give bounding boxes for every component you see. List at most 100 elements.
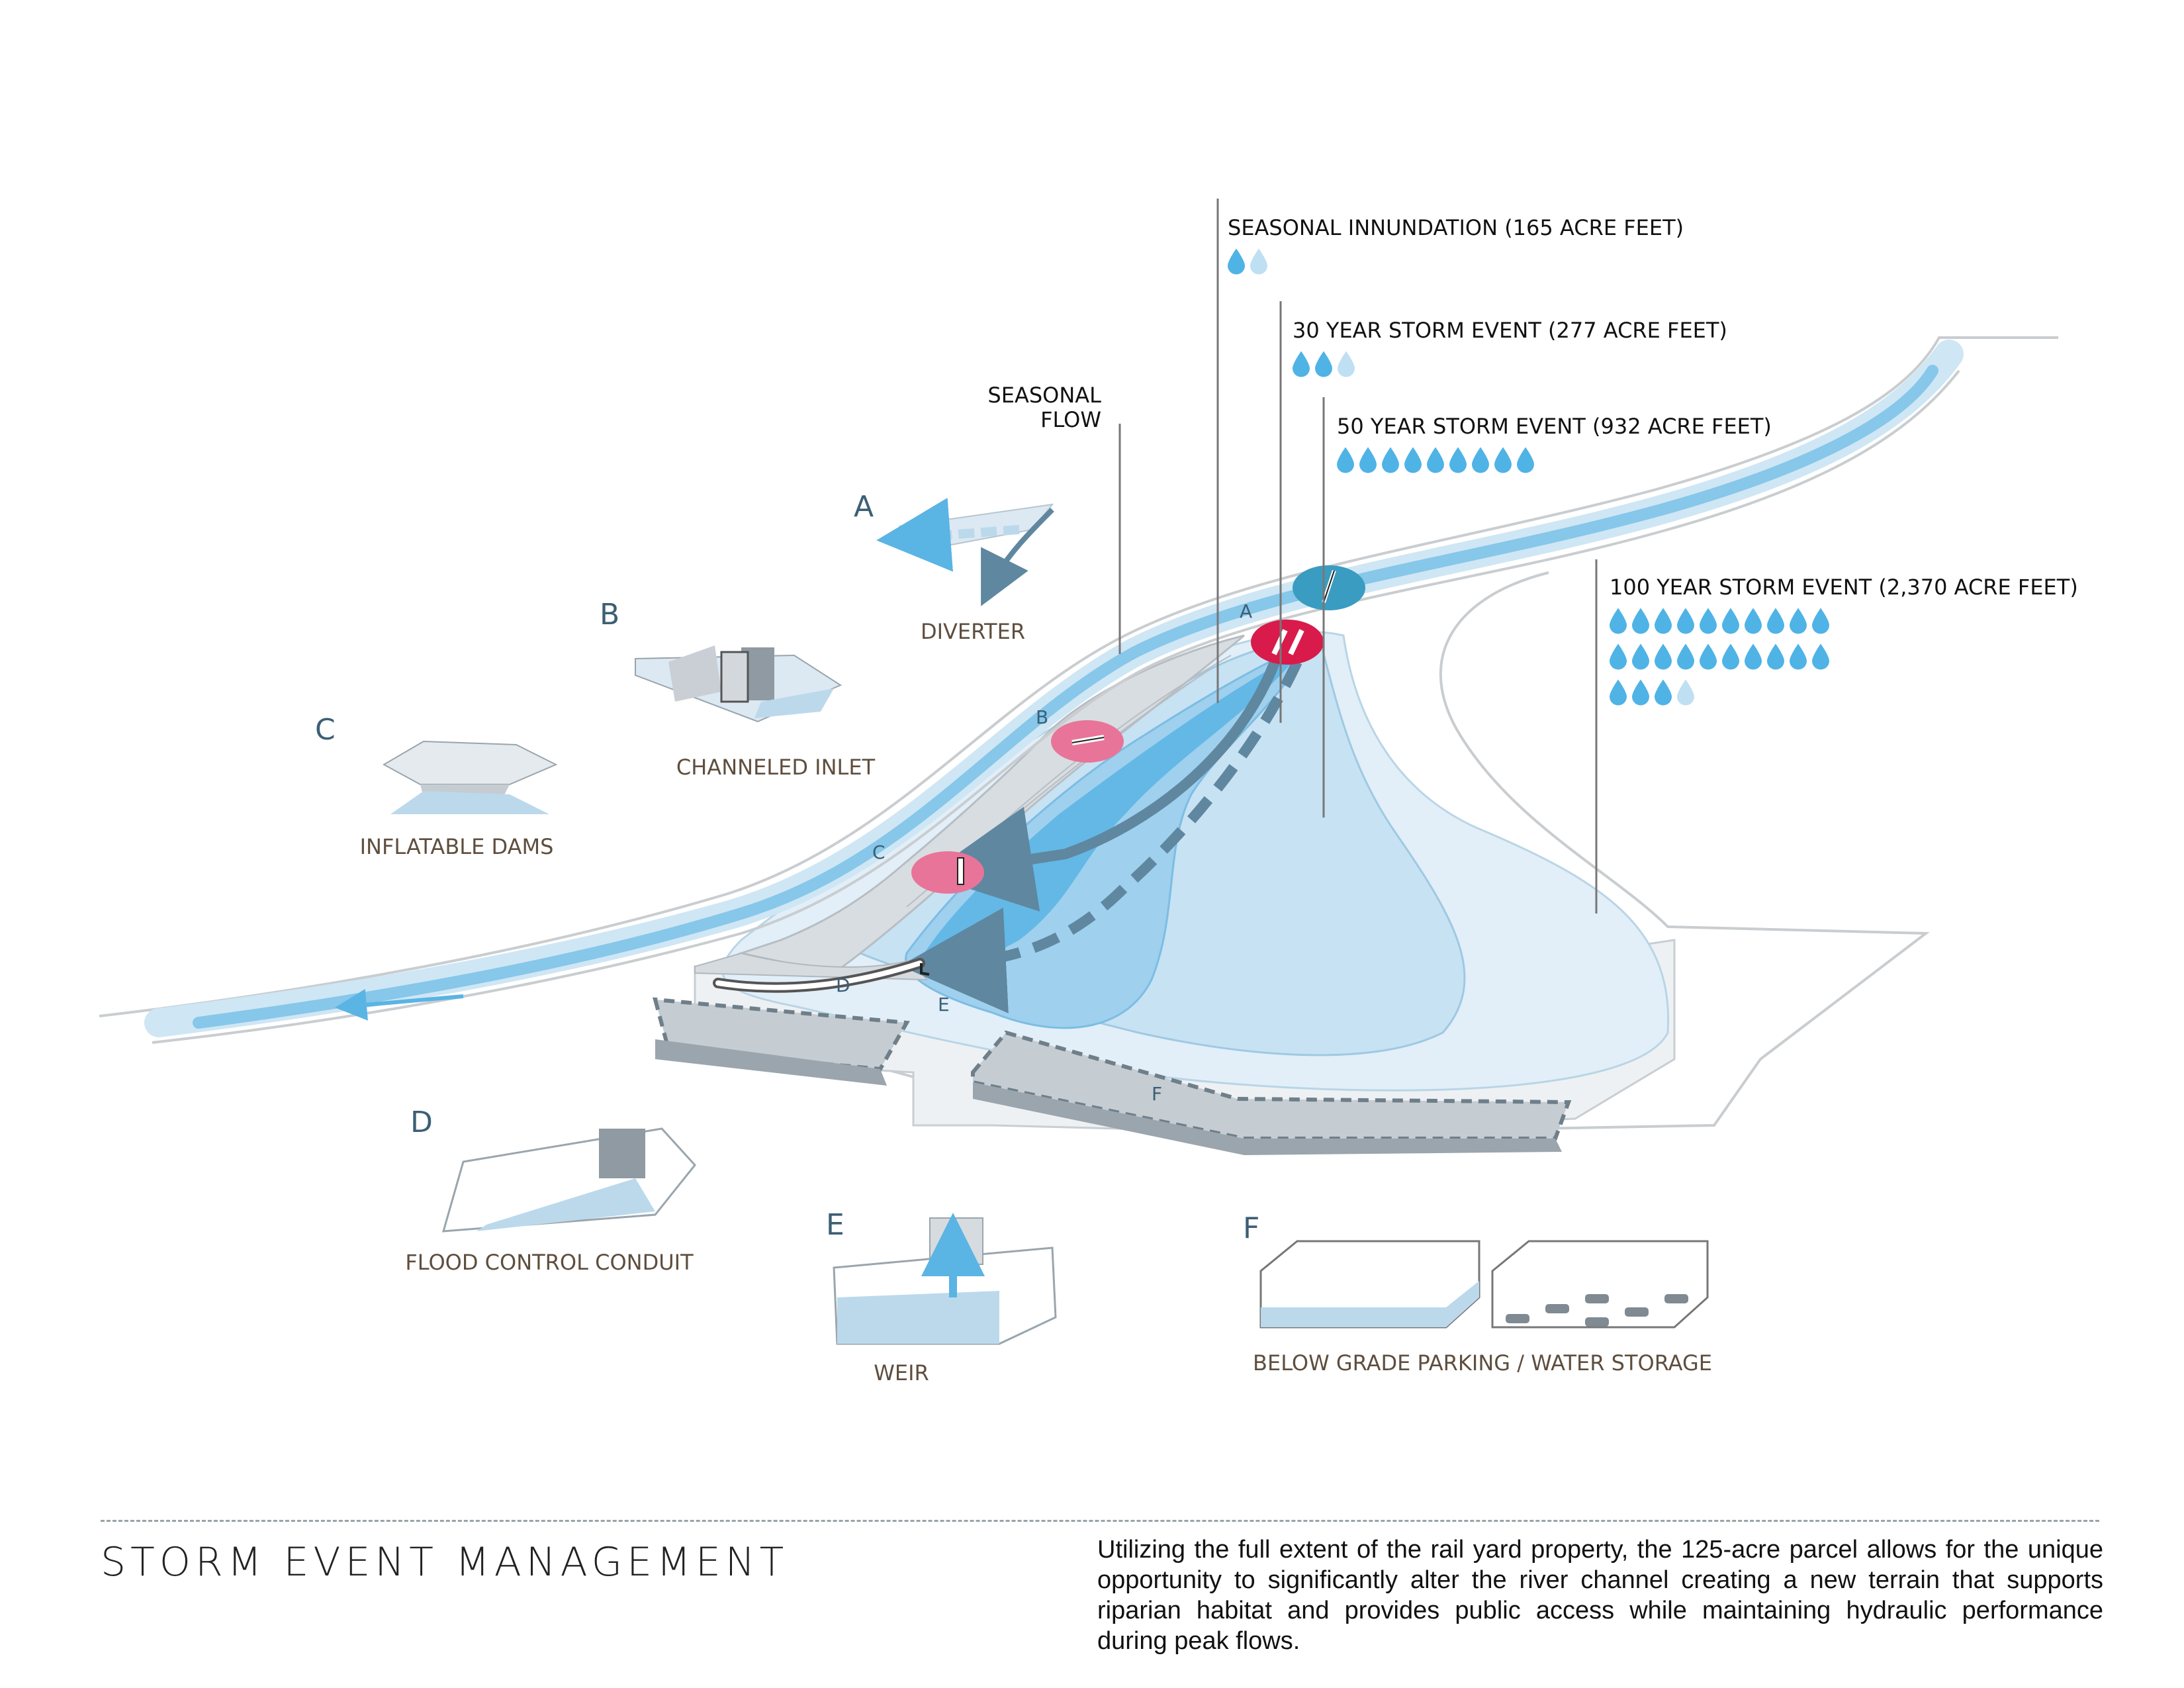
inlet-water [754,688,834,718]
flow-arrow-solid [927,653,1283,912]
map-marker-b: B [1036,706,1048,728]
legend-drops-seasonal-innundation [1228,248,1267,275]
component-letter-b: B [600,598,619,632]
map-marker-f: F [1152,1083,1162,1105]
component-c-inflatable-dams: C INFLATABLE DAMS [315,713,558,859]
map-markers: A B C D E F [836,600,1252,1105]
water-drop-icon [1632,679,1649,706]
water-drop-icon [1700,608,1717,634]
water-drop-icon [1722,608,1739,634]
water-drop-icon [1472,447,1489,473]
conduit-water [477,1178,655,1231]
dam-top [382,740,558,785]
seasonal-flow-line1: SEASONAL [987,383,1101,408]
legend-drops-storm50 [1337,447,1534,473]
weir-hook [920,963,930,976]
caption-divider [101,1520,2099,1522]
diverter-icon [898,503,1054,551]
water-drop-icon [1812,608,1829,634]
river-flow-arrow [335,988,464,1021]
water-drop-icon [1338,351,1355,377]
water-drop-icon [1655,643,1672,670]
legend-seasonal-innundation: SEASONAL INNUNDATION (165 ACRE FEET) [1228,215,1684,240]
water-drop-icon [1745,643,1762,670]
water-drop-icon [1610,643,1627,670]
water-drop-icon [1767,643,1784,670]
site-terrain [99,199,2058,1155]
legend: SEASONAL INNUNDATION (165 ACRE FEET) 30 … [987,215,2078,706]
water-drop-icon [1337,447,1354,473]
water-drop-icon [1812,643,1829,670]
diverter-arrow [876,497,1020,572]
water-drop-icon [1722,643,1739,670]
component-b-channeled-inlet: B CHANNELED INLET [600,598,876,780]
car-icons [1506,1294,1688,1327]
water-drop-icon [1745,608,1762,634]
legend-drops-storm30 [1293,351,1355,377]
dam-water [390,791,549,814]
gate-c [911,851,984,894]
water-drop-icon [1655,679,1672,706]
water-drop-icon [1790,643,1807,670]
map-marker-c: C [872,841,886,863]
map-marker-d: D [836,974,850,996]
water-drop-icon [1677,679,1694,706]
weir-water [837,1291,999,1344]
inlet-gate-front [720,651,749,703]
legend-storm30: 30 YEAR STORM EVENT (277 ACRE FEET) [1293,318,1727,343]
storage-block-left-side [655,1039,887,1086]
component-letter-c: C [315,713,336,747]
page-title: STORM EVENT MANAGEMENT [101,1539,789,1585]
water-drop-icon [1632,643,1649,670]
river-water [193,365,1938,1029]
conduit-line-inner [715,961,923,990]
seasonal-flow-line2: FLOW [1040,407,1101,432]
water-drop-icon [1610,679,1627,706]
legend-storm100: 100 YEAR STORM EVENT (2,370 ACRE FEET) [1610,575,2078,600]
water-drop-icon [1677,608,1694,634]
water-drop-icon [1700,643,1717,670]
component-label-d: FLOOD CONTROL CONDUIT [405,1250,694,1275]
component-letter-a: A [854,490,874,524]
map-marker-e: E [938,994,950,1015]
terraces [737,634,1245,974]
conduit-gate [599,1129,645,1178]
component-label-f: BELOW GRADE PARKING / WATER STORAGE [1253,1350,1712,1376]
water-drop-icon [1632,608,1649,634]
legend-storm50: 50 YEAR STORM EVENT (932 ACRE FEET) [1337,414,1772,439]
water-drop-icon [1494,447,1512,473]
storage-block-right-side [973,1082,1562,1155]
gate-b [1051,720,1124,763]
component-letter-e: E [826,1208,844,1242]
component-label-e: WEIR [874,1360,929,1385]
water-drop-icon [1449,447,1467,473]
component-d-flood-conduit: D FLOOD CONTROL CONDUIT [405,1105,696,1275]
component-f-storage: F BELOW GRADE PARKING / WATER STORAGE [1243,1211,1712,1376]
component-label-c: INFLATABLE DAMS [360,834,554,859]
water-drop-icon [1315,351,1332,377]
gate-diverter [1293,565,1365,610]
site-outline [800,571,1930,1134]
water-drop-icon [1655,608,1672,634]
caption-body: Utilizing the full extent of the rail ya… [1097,1536,2103,1655]
storage-box-water-fill [1261,1281,1479,1327]
water-drop-icon [1677,643,1694,670]
water-drop-icon [1790,608,1807,634]
inlet-left-wall [668,645,721,702]
water-drop-icon [1359,447,1377,473]
water-drop-icon [1228,248,1245,275]
diverter-down-arrow [981,508,1054,606]
legend-drops-storm100 [1610,608,1829,706]
component-e-weir: E WEIR [826,1208,1057,1385]
river-bank-outer [99,336,2058,1017]
component-label-a: DIVERTER [921,619,1025,644]
water-drop-icon [1382,447,1399,473]
component-label-b: CHANNELED INLET [676,755,876,780]
water-drop-icon [1250,248,1267,275]
flow-arrow-dashed [900,659,1302,1013]
map-marker-a: A [1240,600,1252,622]
component-letter-f: F [1243,1211,1259,1245]
water-drop-icon [1610,608,1627,634]
component-a-diverter: A DIVERTER [854,490,1054,644]
water-drop-icon [1427,447,1444,473]
